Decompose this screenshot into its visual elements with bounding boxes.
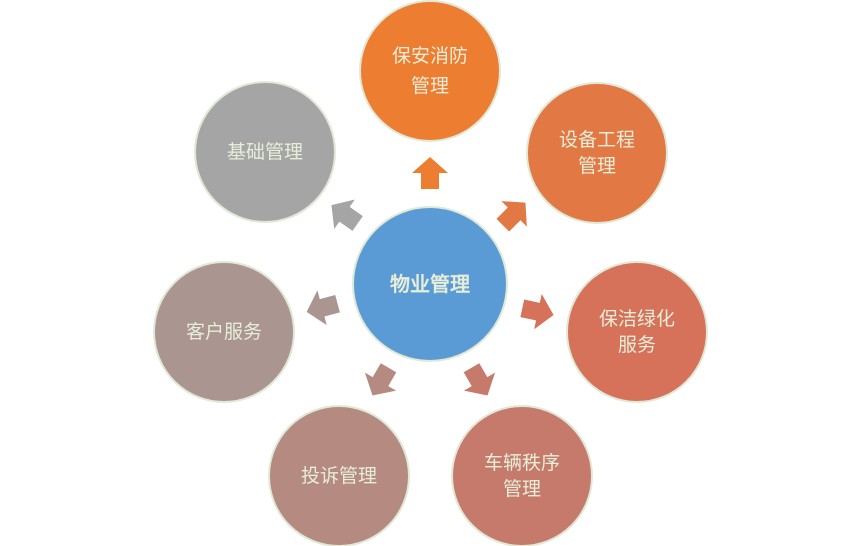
node-equipment-engineering: 设备工程 管理: [526, 82, 668, 224]
node-fire-line-2: 管理: [410, 75, 449, 97]
node-vehicle-order: 车辆秩序 管理: [451, 405, 593, 546]
node-basic-line-1: 基础管理: [226, 141, 303, 163]
node-service-line-1: 客户服务: [185, 321, 262, 343]
node-customer-service: 客户服务: [153, 261, 295, 403]
node-vehicle-line-2: 管理: [502, 478, 541, 500]
arrow-to-complaint: [364, 363, 397, 396]
node-fire-line-1: 保安消防: [391, 45, 468, 67]
arrow-to-vehicle: [463, 363, 496, 396]
node-complaint-management: 投诉管理: [268, 405, 410, 546]
node-fire-security: 保安消防 管理: [359, 0, 501, 142]
arrow-to-service: [306, 290, 340, 326]
center-node: 物业管理: [352, 206, 508, 362]
node-clean-line-1: 保洁绿化: [598, 308, 675, 330]
node-vehicle-line-1: 车辆秩序: [483, 452, 560, 474]
node-cleaning-greening: 保洁绿化 服务: [566, 261, 708, 403]
arrow-to-basic: [331, 199, 363, 231]
node-basic-management: 基础管理: [194, 81, 336, 223]
arrow-to-clean: [520, 294, 554, 330]
center-label: 物业管理: [390, 272, 470, 296]
node-equip-line-1: 设备工程: [558, 129, 635, 151]
node-equip-line-2: 管理: [577, 155, 616, 177]
arrow-to-equip: [496, 201, 527, 232]
arrow-to-fire: [412, 157, 448, 189]
node-clean-line-2: 服务: [617, 334, 656, 356]
node-complaint-line-1: 投诉管理: [300, 465, 377, 487]
